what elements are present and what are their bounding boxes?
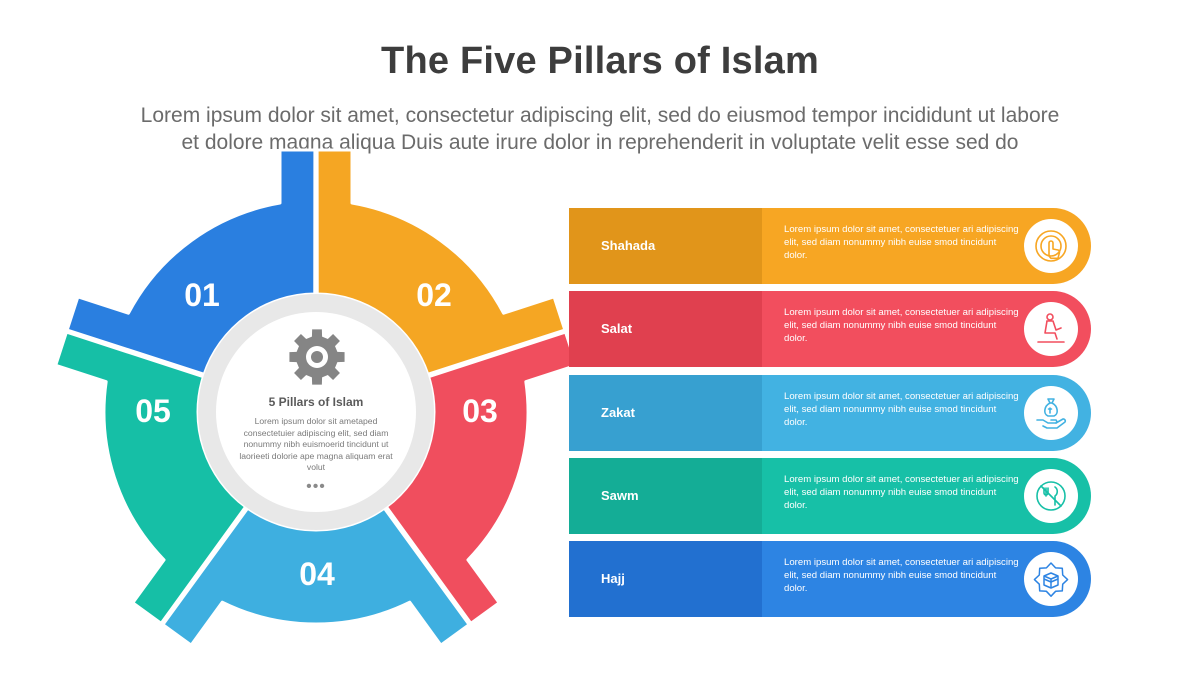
pillar-label-bar [569, 375, 762, 451]
page-title: The Five Pillars of Islam [381, 40, 819, 82]
center-description: Lorem ipsum dolor sit ametaped consectet… [239, 416, 393, 473]
pillar-name: Hajj [601, 571, 625, 586]
gear-segment-04 [54, 330, 248, 625]
pillar-description: Lorem ipsum dolor sit amet, consectetuer… [784, 224, 1019, 262]
icon-circle [1024, 219, 1078, 273]
center-title: 5 Pillars of Islam [268, 395, 364, 409]
pillar-description: Lorem ipsum dolor sit amet, consectetuer… [784, 557, 1019, 595]
pillar-description: Lorem ipsum dolor sit amet, consectetuer… [784, 474, 1019, 512]
icon-circle [1024, 469, 1078, 523]
segment-number-03: 03 [462, 393, 498, 429]
pillar-row-zakat: Zakat Lorem ipsum dolor sit amet, consec… [569, 375, 1091, 451]
pillar-row-sawm: Sawm Lorem ipsum dolor sit amet, consect… [569, 458, 1091, 534]
gear-segment-03 [161, 506, 471, 647]
pillar-name: Sawm [601, 488, 639, 503]
pillar-row-shahada: Shahada Lorem ipsum dolor sit amet, cons… [569, 208, 1091, 284]
segment-number-05: 05 [135, 393, 171, 429]
segment-number-02: 02 [416, 277, 452, 313]
pillar-label-bar [569, 541, 762, 617]
pillar-label-bar [569, 208, 762, 284]
segment-number-04: 04 [299, 556, 335, 592]
pillar-description: Lorem ipsum dolor sit amet, consectetuer… [784, 307, 1019, 345]
segment-number-01: 01 [184, 277, 220, 313]
no-food-icon [1036, 481, 1066, 511]
icon-circle [1024, 386, 1078, 440]
icon-circle [1024, 302, 1078, 356]
charity-hand-icon [1036, 398, 1067, 429]
pillar-name: Shahada [601, 238, 656, 253]
gear-icon [289, 329, 345, 385]
gear-segment-01 [315, 148, 567, 376]
subtitle-line-1: Lorem ipsum dolor sit amet, consectetur … [140, 104, 1060, 127]
gear-segment-02 [384, 330, 578, 625]
kaaba-icon [1033, 562, 1069, 597]
page-subtitle: Lorem ipsum dolor sit amet, consectetur … [40, 102, 1160, 156]
prayer-icon [1037, 313, 1065, 343]
pillar-label-bar [569, 291, 762, 367]
pillar-label-bar [569, 458, 762, 534]
icon-circle [1024, 552, 1078, 606]
center-circle [216, 312, 416, 512]
gear-segment-05 [65, 148, 317, 376]
pillar-name: Salat [601, 321, 633, 336]
subtitle-line-2: et dolore magna aliqua Duis aute irure d… [181, 131, 1019, 154]
pillar-row-salat: Salat Lorem ipsum dolor sit amet, consec… [569, 291, 1091, 367]
pillar-name: Zakat [601, 405, 635, 420]
more-dots: ••• [306, 478, 326, 495]
finger-tap-icon [1035, 230, 1067, 262]
pillar-description: Lorem ipsum dolor sit amet, consectetuer… [784, 391, 1019, 429]
pillar-row-hajj: Hajj Lorem ipsum dolor sit amet, consect… [569, 541, 1091, 617]
